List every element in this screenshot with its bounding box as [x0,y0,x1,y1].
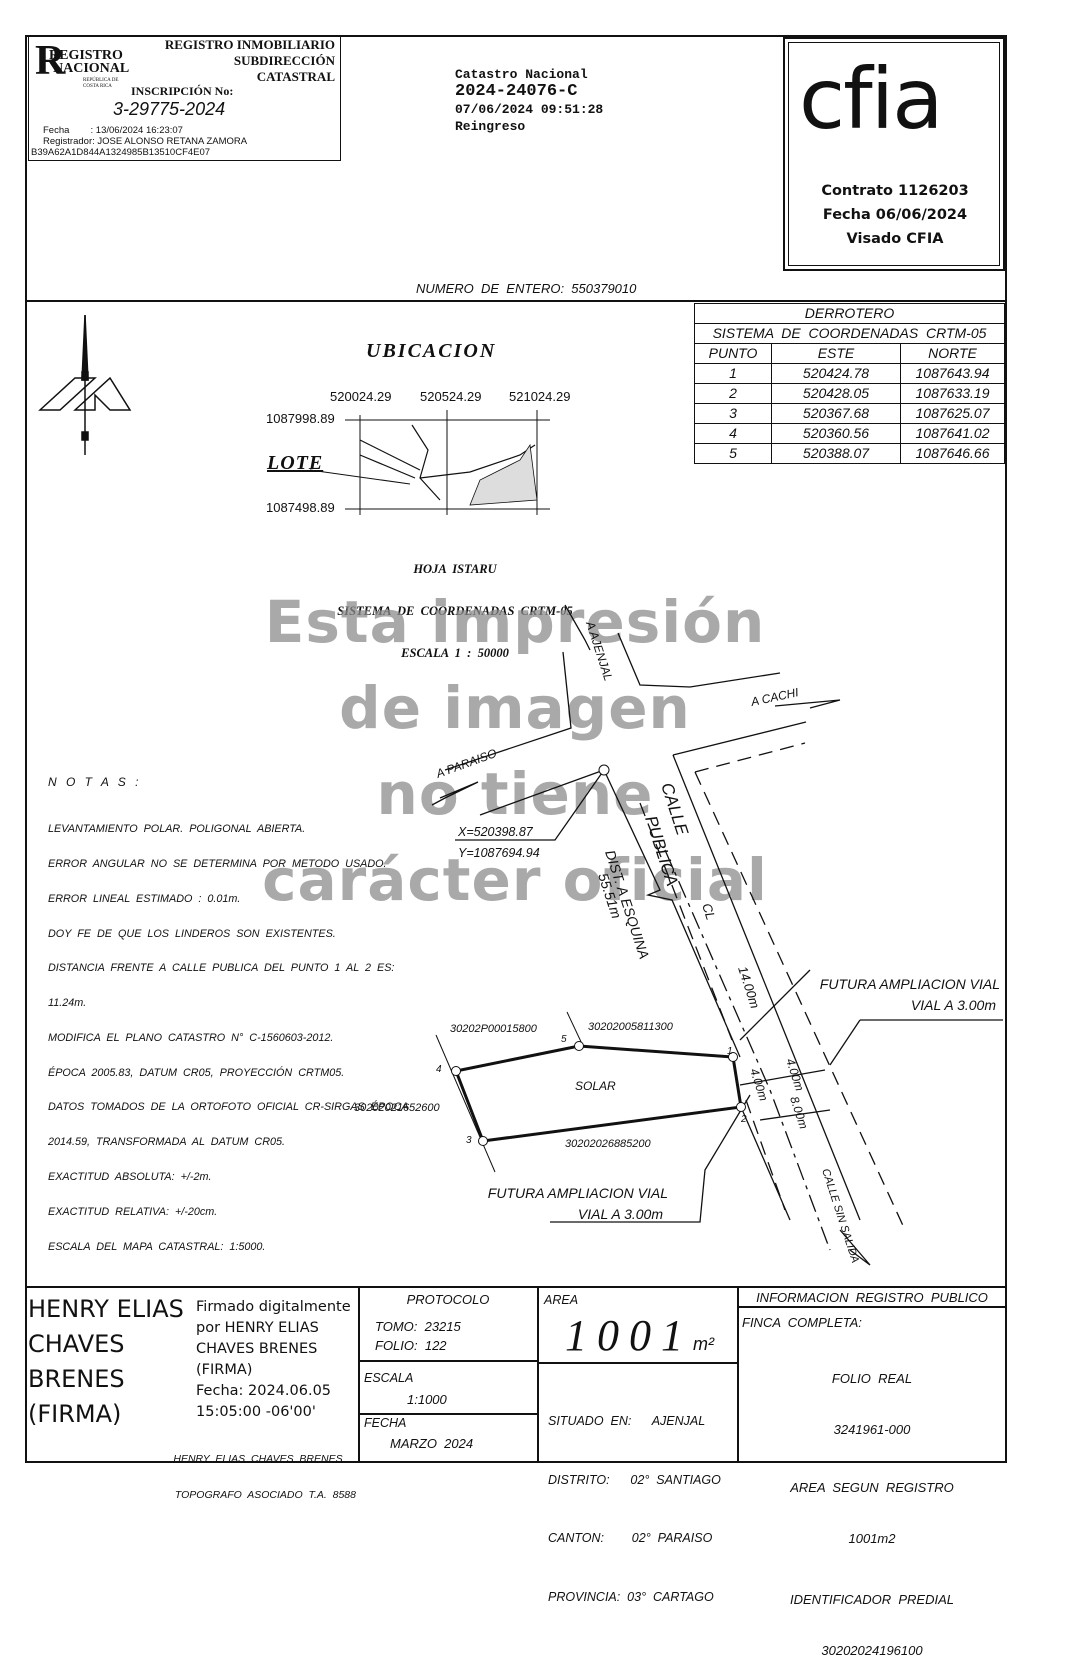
fecha-value: MARZO 2024 [390,1436,474,1451]
inscription-label: INSCRIPCIÓN No: [131,84,234,98]
ubicacion-title: UBICACION [366,340,497,362]
hoja-label: HOJA ISTARU [413,562,497,576]
solar-label: SOLAR [575,1079,616,1093]
watermark-line-1: Esta impresión [264,588,766,656]
stamp-hash: B39A62A1D844A1324985B13510CF4E07 [31,147,211,158]
location-map [309,410,550,515]
x-tick-3: 521024.29 [509,389,571,404]
plan-drawing: 1 2 3 4 5 SOLAR 30202P00015800 302020058… [38,314,1003,1266]
catastro-title: Catastro Nacional [455,67,588,82]
futura-ampliacion-left: FUTURA AMPLIACION VIAL [488,1185,668,1201]
a-ajenjal-label: A AJENJAL [583,619,616,683]
x-tick-1: 520024.29 [330,389,392,404]
sheet-border [25,35,1007,1463]
futura-ampliacion-left-b: VIAL A 3.00m [578,1206,663,1222]
identificador-value: 30202024196100 [821,1643,923,1658]
header-divider [25,300,1007,302]
catastro-number: 2024-24076-C [455,82,578,101]
coord-y: Y=1087694.94 [458,846,540,860]
escala-title: ESCALA [364,1371,414,1385]
area-title: AREA [544,1293,579,1307]
lote-label: LOTE [267,452,324,474]
numero-entero: NUMERO DE ENTERO: 550379010 [416,281,637,296]
topografo-name: HENRY ELIAS CHAVES BRENES [173,1453,343,1465]
identificador-label: IDENTIFICADOR PREDIAL [790,1592,954,1607]
info-registro-title: INFORMACION REGISTRO PUBLICO [756,1290,988,1305]
catastro-datetime: 07/06/2024 09:51:28 [455,102,604,117]
y-tick-1: 1087998.89 [266,411,335,426]
point-2-label: 2 [740,1114,747,1125]
lot-polygon [435,1011,746,1173]
cfia-contrato: Contrato 1126203 [821,183,969,199]
roads [431,604,1003,1266]
notas-list: LEVANTAMIENTO POLAR. POLIGONAL ABIERTA. … [48,823,409,1253]
calle-sin-salida-label: CALLE SIN SALIDA [819,1167,861,1264]
col-norte: NORTE [900,343,1005,364]
stamp-fecha: Fecha : 13/06/2024 16:23:07 [43,125,183,136]
notas-title: N O T A S : [48,775,142,789]
point-3-label: 3 [466,1135,472,1146]
digital-signature: Firmado digitalmente por HENRY ELIAS CHA… [196,1299,351,1420]
neighbor-bottom: 30202026885200 [565,1138,652,1150]
watermark-line-2: de imagen [339,674,691,742]
x-tick-2: 520524.29 [420,389,482,404]
folio-real-label: FOLIO REAL [831,1371,913,1386]
point-4-label: 4 [436,1064,442,1075]
escala-value: 1:1000 [407,1392,447,1407]
point-5-label: 5 [561,1034,567,1045]
width-8m: 8.00m [787,1095,811,1131]
area-registro-value: 1001m2 [848,1531,896,1546]
escala-label: ESCALA 1 : 50000 [401,646,509,660]
watermark-line-4: carácter oficial [262,846,768,914]
coord-x: X=520398.87 [457,825,534,839]
stamp-title-3: CATASTRAL [256,69,335,84]
location-info: SITUADO EN: AJENJAL DISTRITO: 02° SANTIA… [548,1414,721,1604]
point-1-label: 1 [727,1046,733,1057]
stamp-registrador: Registrador: JOSE ALONSO RETANA ZAMORA [43,136,248,147]
cfia-visado: Visado CFIA [846,231,944,247]
neighbor-top-right: 30202005811300 [588,1021,674,1033]
reference-point-marker [598,764,610,776]
centerline-label: CL [699,901,718,921]
sistema-label: SISTEMA DE COORDENADAS CRTM-05 [337,604,573,618]
cfia-fecha: Fecha 06/06/2024 [822,207,968,223]
fecha-title: FECHA [364,1416,407,1430]
registry-stamp: R REGISTRO NACIONAL REPÚBLICA DE COSTA R… [28,35,341,161]
neighbor-left: 30202021652600 [354,1102,441,1114]
width-4m-b: 4.00m [783,1057,807,1093]
derrotero-table: DERROTERO SISTEMA DE COORDENADAS CRTM-05… [694,303,1005,464]
width-14m: 14.00m [735,964,763,1010]
futura-ampliacion-right-b: VIAL A 3.00m [911,997,996,1013]
area-unit: m² [693,1334,714,1354]
protocolo-label: PROTOCOLO [406,1292,490,1307]
signer-name: HENRY ELIAS CHAVES BRENES (FIRMA) [28,1295,184,1428]
futura-ampliacion-right: FUTURA AMPLIACION VIAL [820,976,1000,992]
a-cachi-label: A CACHI [749,685,801,709]
cfia-logo: cfia [799,50,944,148]
folio-real-value: 3241961-000 [833,1422,911,1437]
registro-nacional-logo: R REGISTRO NACIONAL REPÚBLICA DE COSTA R… [35,38,130,89]
stamp-title-2: SUBDIRECCIÓN [233,53,335,68]
a-paraiso-label: A PARAISO [433,746,498,781]
inscription-number: 3-29775-2024 [113,99,226,119]
north-arrow-icon [38,314,132,455]
area-registro-label: AREA SEGUN REGISTRO [790,1480,954,1495]
finca-label: FINCA COMPLETA: [742,1315,862,1330]
derrotero-sistema: SISTEMA DE COORDENADAS CRTM-05 [694,323,1005,344]
topografo-title: TOPOGRAFO ASOCIADO T.A. 8588 [174,1489,356,1501]
y-tick-2: 1087498.89 [266,500,335,515]
area-value: 1001m² [565,1311,714,1360]
folio: FOLIO: 122 [375,1338,447,1353]
neighbor-top-left: 30202P00015800 [450,1023,538,1035]
cfia-visado-box: cfia Contrato 1126203 Fecha 06/06/2024 V… [783,37,1005,271]
tomo: TOMO: 23215 [375,1319,461,1334]
stamp-title-1: REGISTRO INMOBILIARIO [164,37,335,52]
catastro-status: Reingreso [455,119,526,134]
width-4m-a: 4.00m [747,1067,771,1103]
title-block-divider [25,1286,1007,1288]
